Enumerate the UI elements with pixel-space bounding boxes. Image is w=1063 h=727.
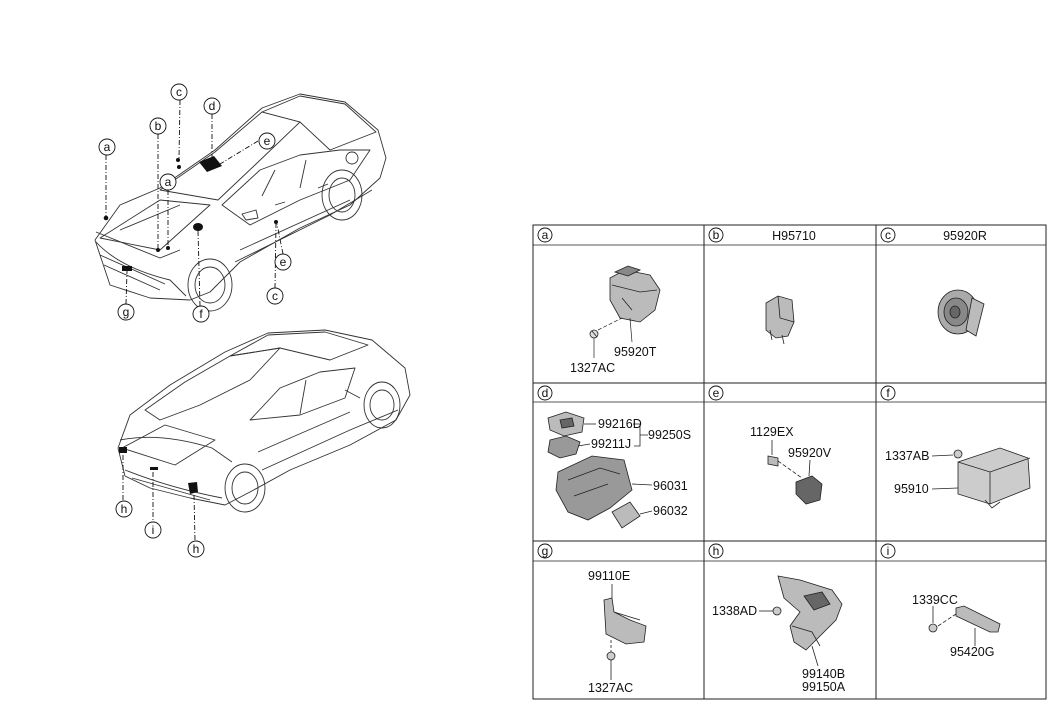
cell-header-h: h	[708, 543, 724, 559]
callout-letter: h	[121, 502, 128, 516]
cell-letter: i	[887, 544, 890, 558]
callout-letter: e	[280, 255, 287, 269]
callout-b1: b	[149, 117, 167, 135]
cell-header-i: i	[880, 543, 896, 559]
part-1337ab: 1337AB	[885, 449, 929, 463]
cell-header-e: e	[708, 385, 724, 401]
cell-header-g: g	[537, 543, 553, 559]
cell-header-f: f	[880, 385, 896, 401]
callout-markers: a b c d e a e c g f h i h	[98, 83, 292, 558]
cell-letter: c	[885, 228, 891, 242]
front-car-illustration	[94, 93, 387, 312]
callout-letter: d	[209, 99, 216, 113]
callout-g1: g	[117, 303, 135, 321]
cell-i-illustration	[928, 605, 1001, 646]
part-96032: 96032	[653, 504, 688, 518]
cell-headers: a b H95710 c 95920R d e f g h i	[537, 227, 987, 559]
cell-letter: g	[542, 544, 549, 558]
callout-e1: e	[258, 132, 276, 150]
rear-car-illustration	[117, 329, 411, 513]
cell-header-part: H95710	[772, 229, 816, 243]
cell-header-part: 95920R	[943, 229, 987, 243]
front-car-highlighted-parts	[103, 156, 278, 271]
rear-car-highlighted-parts	[119, 447, 198, 494]
callout-letter: e	[264, 134, 271, 148]
part-1339cc: 1339CC	[912, 593, 958, 607]
front-callout-leaders	[105, 99, 284, 307]
part-99150a: 99150A	[802, 680, 846, 694]
cell-letter: b	[713, 228, 720, 242]
callout-letter: c	[176, 85, 182, 99]
callout-letter: c	[272, 289, 278, 303]
cell-header-b: b H95710	[708, 227, 816, 243]
callout-c2: c	[266, 287, 284, 305]
cell-e-illustration	[767, 440, 823, 505]
part-96031: 96031	[653, 479, 688, 493]
callout-letter: a	[104, 140, 111, 154]
callout-d1: d	[203, 97, 221, 115]
cell-header-a: a	[537, 227, 553, 243]
callout-h2: h	[187, 540, 205, 558]
callout-e2: e	[274, 253, 292, 271]
cell-letter: a	[542, 228, 549, 242]
callout-i1: i	[144, 521, 162, 539]
cell-b-illustration	[765, 295, 795, 345]
part-95920v: 95920V	[788, 446, 832, 460]
part-99211j: 99211J	[591, 437, 631, 451]
part-95420g: 95420G	[950, 645, 994, 659]
part-99216d: 99216D	[598, 417, 642, 431]
callout-letter: b	[155, 119, 162, 133]
callout-f1: f	[192, 305, 210, 323]
callout-a1: a	[98, 138, 116, 156]
callout-c1: c	[170, 83, 188, 101]
cell-letter: f	[886, 386, 890, 400]
cell-d-illustration	[547, 411, 653, 529]
callout-letter: h	[193, 542, 200, 556]
cell-g-illustration	[603, 584, 647, 680]
part-1327ac-g: 1327AC	[588, 681, 633, 695]
cell-h-illustration	[759, 575, 843, 667]
cell-c-illustration	[937, 289, 985, 337]
callout-letter: a	[165, 175, 172, 189]
cell-header-c: c 95920R	[880, 227, 987, 243]
rear-callout-leaders	[122, 455, 196, 541]
part-1338ad: 1338AD	[712, 604, 757, 618]
cell-letter: e	[713, 386, 720, 400]
cell-header-d: d	[537, 385, 553, 401]
part-95910: 95910	[894, 482, 929, 496]
part-99140b: 99140B	[802, 667, 845, 681]
callout-a2: a	[159, 173, 177, 191]
callout-letter: g	[123, 305, 130, 319]
part-99110e: 99110E	[588, 569, 630, 583]
callout-h1: h	[115, 500, 133, 518]
callout-letter: f	[199, 307, 203, 321]
cell-letter: d	[542, 386, 549, 400]
part-1327ac-a: 1327AC	[570, 361, 615, 375]
parts-table	[532, 224, 1047, 700]
cell-letter: h	[713, 544, 720, 558]
callout-letter: i	[152, 523, 155, 537]
part-95920t: 95920T	[614, 345, 657, 359]
part-99250s: 99250S	[648, 428, 691, 442]
cell-f-illustration	[931, 447, 1031, 509]
part-1129ex: 1129EX	[750, 425, 794, 439]
cell-a-illustration	[589, 265, 661, 358]
